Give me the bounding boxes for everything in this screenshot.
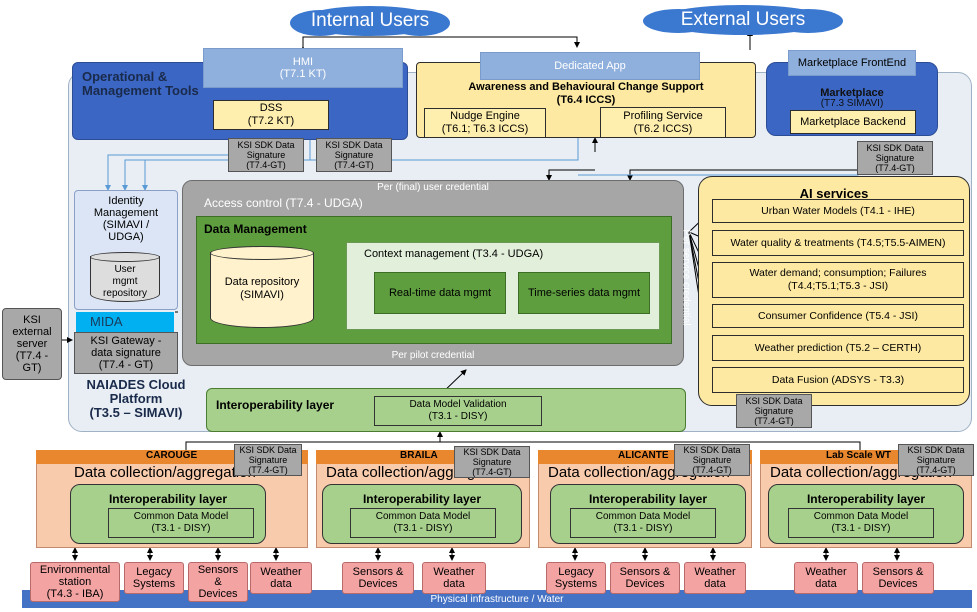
marketplace-backend-box[interactable]: Marketplace Backend	[790, 110, 916, 134]
dss-box[interactable]: DSS (T7.2 KT)	[213, 100, 329, 130]
nudge-name: Nudge Engine	[450, 110, 520, 122]
sensors-devices[interactable]: Sensors &Devices	[610, 562, 680, 594]
profiling-name: Profiling Service	[623, 109, 703, 122]
common-data-model[interactable]: Common Data Model(T3.1 - DISY)	[108, 508, 254, 538]
ai-service-data-fusion[interactable]: Data Fusion (ADSYS - T3.3)	[712, 367, 964, 393]
ksi-gateway-box: KSI Gateway -data signature(T7.4 - GT)	[74, 332, 178, 374]
sensors-devices[interactable]: Sensors &Devices	[862, 562, 934, 594]
marketplace-title: Marketplace	[820, 86, 884, 99]
timeseries-data-mgmt[interactable]: Time-series data mgmt	[518, 272, 650, 314]
sensors-devices[interactable]: Sensors&Devices	[188, 562, 248, 602]
hmi-box[interactable]: HMI (T7.1 KT)	[203, 48, 403, 88]
nudge-engine-box[interactable]: Nudge Engine (T6.1; T6.3 ICCS)	[424, 108, 546, 138]
ai-service-water-quality[interactable]: Water quality & treatments (T4.5;T5.5-AI…	[712, 230, 964, 256]
ai-service-consumer-confidence[interactable]: Consumer Confidence (T5.4 - JSI)	[712, 304, 964, 328]
access-control-title: Access control (T7.4 - UDGA)	[204, 196, 363, 210]
awareness-task: (T6.4 ICCS)	[556, 94, 616, 106]
dss-task: (T7.2 KT)	[247, 115, 295, 127]
profiling-task: (T6.2 ICCS)	[633, 122, 693, 135]
internal-users-cloud: Internal Users	[280, 4, 460, 38]
site-interop-title: Interoperability layer	[108, 492, 228, 506]
internal-users-label: Internal Users	[300, 6, 440, 36]
realtime-data-mgmt[interactable]: Real-time data mgmt	[374, 272, 506, 314]
context-management-title: Context management (T3.4 - UDGA)	[364, 248, 544, 260]
data-repository: Data repository(SIMAVI)	[210, 246, 314, 330]
common-data-model[interactable]: Common Data Model(T3.1 - DISY)	[350, 508, 496, 538]
external-users-label: External Users	[658, 5, 828, 35]
marketplace-frontend-box[interactable]: Marketplace FrontEnd	[788, 50, 916, 76]
site-carouge: CAROUGE Data collection/aggregation Inte…	[36, 450, 308, 548]
site-interop-title: Interoperability layer	[362, 492, 482, 506]
site-collection-title: Data collection/aggregation	[74, 464, 256, 481]
hmi-name: HMI	[292, 56, 314, 68]
awareness-title: Awareness and Behavioural Change Support	[468, 81, 704, 93]
data-management-title: Data Management	[204, 222, 307, 236]
dedicated-app-box[interactable]: Dedicated App	[480, 52, 700, 80]
per-pilot-credential: Per pilot credential	[391, 350, 475, 361]
dss-name: DSS	[259, 102, 283, 114]
site-interop-title: Interoperability layer	[588, 492, 708, 506]
site-alicante: ALICANTE Data collection/aggregation Int…	[538, 450, 752, 548]
site-interop-title: Interoperability layer	[806, 492, 926, 506]
data-model-validation[interactable]: Data Model Validation(T3.1 - DISY)	[374, 396, 542, 426]
ai-service-urban-water[interactable]: Urban Water Models (T4.1 - IHE)	[712, 199, 964, 223]
sensors-devices[interactable]: Sensors &Devices	[342, 562, 414, 594]
common-data-model[interactable]: Common Data Model(T3.1 - DISY)	[570, 508, 716, 538]
physical-infrastructure-bar: Physical infrastructure / Water	[22, 590, 972, 608]
interoperability-layer-title: Interoperability layer	[216, 398, 335, 412]
nudge-task: (T6.1; T6.3 ICCS)	[441, 123, 529, 135]
profiling-service-box[interactable]: Profiling Service (T6.2 ICCS)	[600, 107, 726, 138]
ai-service-water-demand[interactable]: Water demand; consumption; Failures (T4.…	[712, 262, 964, 298]
hmi-task: (T7.1 KT)	[279, 68, 327, 80]
ai-service-weather-prediction[interactable]: Weather prediction (T5.2 – CERTH)	[712, 335, 964, 361]
mida-label: MIDA	[76, 312, 174, 332]
ai-services-title: AI services	[799, 186, 869, 201]
operational-tools-title: Operational & Management Tools	[82, 69, 199, 98]
marketplace-task: (T7.3 SIMAVI)	[820, 98, 884, 109]
external-users-cloud: External Users	[638, 3, 848, 37]
per-service-credential: Per service credential	[680, 229, 692, 326]
common-data-model[interactable]: Common Data Model(T3.1 - DISY)	[788, 508, 934, 538]
per-user-credential: Per (final) user credential	[377, 182, 489, 193]
